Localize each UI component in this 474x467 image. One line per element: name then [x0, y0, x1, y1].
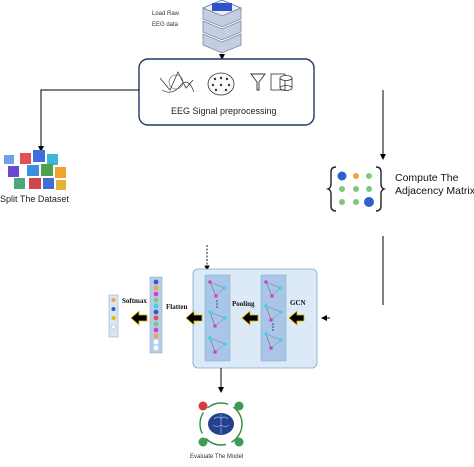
- brain-electrode-icon: [207, 72, 235, 96]
- pooling-label: Pooling: [232, 300, 255, 308]
- split-dataset-label: Split The Dataset: [0, 194, 69, 204]
- evaluate-label: Evaluate The Model: [190, 454, 244, 460]
- preprocessing-label: EEG Signal preprocessing: [171, 106, 277, 116]
- dataset-cubes-icon: [4, 150, 66, 190]
- arrow-flatten-to-softmax: [130, 310, 148, 326]
- arrow-to-split: [38, 89, 139, 152]
- pooling-graph-nodes: [209, 281, 226, 353]
- storage-icon: [270, 73, 293, 91]
- adjacency-label-line1: Compute The: [395, 172, 459, 184]
- adjacency-label-line2: Adjacency Matrix: [395, 185, 474, 197]
- signal-waveform-icon: [159, 71, 195, 93]
- adjacency-matrix-icon: [325, 166, 387, 212]
- softmax-label: Softmax: [122, 297, 147, 305]
- flatten-label: Flatten: [166, 303, 188, 311]
- arrow-pooling-to-flatten: [185, 310, 203, 326]
- filter-icon: [250, 73, 266, 91]
- database-stack-icon: [201, 0, 243, 54]
- softmax-vector-cells: [111, 298, 116, 330]
- evaluate-brain-cycle-icon: [198, 401, 244, 447]
- flatten-vector-cells: [153, 279, 159, 351]
- load-raw-label: Load Raw: [152, 11, 180, 17]
- gcn-graph-nodes: [265, 281, 282, 349]
- flatten-vector: [149, 276, 163, 354]
- eeg-data-label: EEG data: [152, 22, 179, 28]
- arrow-gcn-to-pooling: [241, 310, 259, 326]
- gcn-label: GCN: [290, 299, 306, 307]
- arrow-into-gcn: [288, 310, 305, 326]
